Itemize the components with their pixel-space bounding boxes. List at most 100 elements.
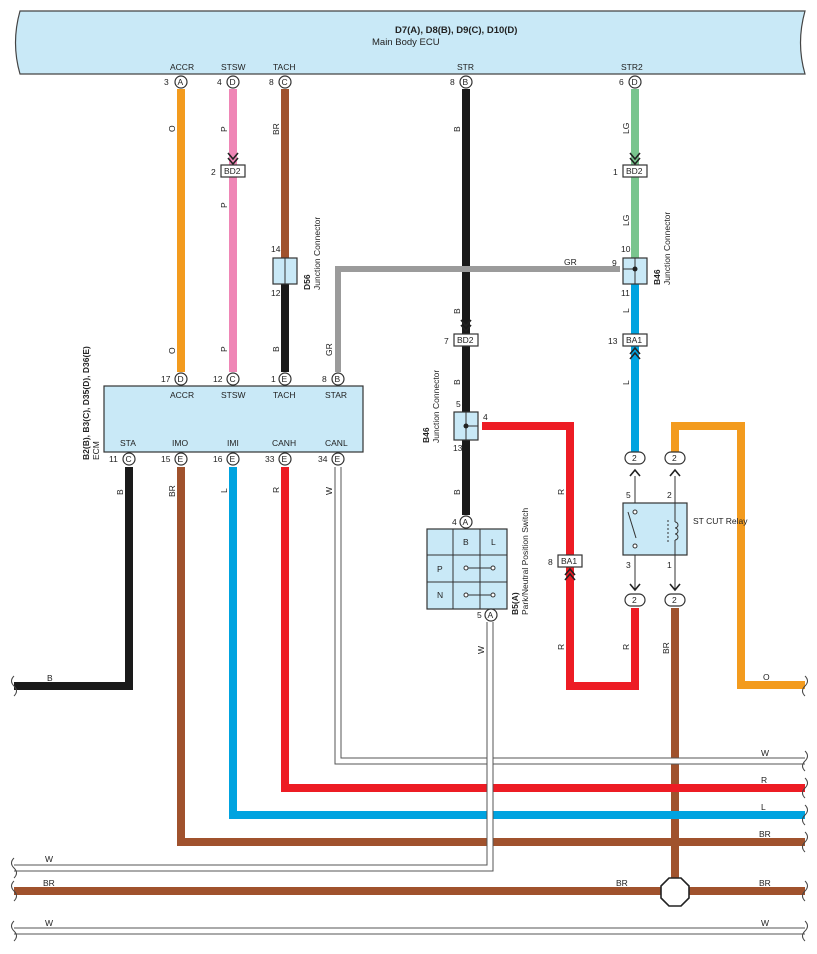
- wire-label: GR: [324, 343, 334, 356]
- wire-label: BR: [661, 642, 671, 654]
- pin-conn: A: [488, 610, 494, 620]
- pin-conn: C: [230, 374, 236, 384]
- junction-label: Junction Connector: [662, 212, 672, 285]
- relay-conn: 2: [632, 595, 637, 605]
- wire-label: R: [556, 489, 566, 495]
- connector-bd2-str: BD2 7: [444, 319, 479, 347]
- junction-id: B46: [421, 427, 431, 443]
- wire-labels: O P P BR B LG LG GR B L O P B GR B L B B…: [43, 123, 771, 928]
- pin-conn: D: [230, 77, 236, 87]
- relay-conn: 2: [672, 453, 677, 463]
- pin-num: 4: [217, 77, 222, 87]
- connector-label: BD2: [224, 166, 241, 176]
- wire-label: L: [761, 802, 766, 812]
- wire-label: R: [621, 644, 631, 650]
- wire-label: BR: [167, 485, 177, 497]
- switch-row: P: [437, 564, 443, 574]
- wire-label: R: [271, 487, 281, 493]
- wire-label: B: [452, 308, 462, 314]
- junction-b46-lower: 5 4 13 B46 Junction Connector: [421, 370, 488, 453]
- wire-label: BR: [43, 878, 55, 888]
- ecm-box: ACCR STSW TACH STAR STA IMO IMI CANH CAN…: [81, 346, 364, 460]
- ecm-pin-name: ACCR: [170, 390, 194, 400]
- pin-name: STR2: [621, 62, 643, 72]
- connector-pin: 1: [613, 167, 618, 177]
- pin-name: STSW: [221, 62, 246, 72]
- wire-label: W: [45, 918, 53, 928]
- park-neutral-switch: A 4 B L P N A 5 B5(A) Park/Neutral Posit…: [426, 507, 530, 622]
- connector-label: BA1: [626, 335, 642, 345]
- connector-pin: 13: [608, 336, 618, 346]
- wire-label: BR: [759, 878, 771, 888]
- wire-label: W: [761, 918, 769, 928]
- junction-pin: 9: [612, 258, 617, 268]
- wire-label: L: [621, 380, 631, 385]
- wire-label: LG: [621, 123, 631, 134]
- junction-label: Junction Connector: [431, 370, 441, 443]
- connector-label: BD2: [626, 166, 643, 176]
- wire-label: W: [324, 487, 334, 495]
- pin-conn: C: [126, 454, 132, 464]
- wire-label: R: [761, 775, 767, 785]
- st-cut-relay: 2 2 5 2 ST CUT Relay 3 1 2 2: [622, 451, 748, 607]
- ecm-pin-name: CANL: [325, 438, 348, 448]
- pin-num: 34: [318, 454, 328, 464]
- switch-header: L: [491, 537, 496, 547]
- wire-label: B: [452, 489, 462, 495]
- wire-label: W: [476, 646, 486, 654]
- connector-ba1-l: BA1 13: [608, 333, 648, 360]
- wire-label: W: [45, 854, 53, 864]
- wire-label: O: [167, 125, 177, 132]
- relay-pin: 2: [667, 490, 672, 500]
- pin-num: 8: [450, 77, 455, 87]
- wire-label: R: [556, 644, 566, 650]
- wire-label: B: [47, 673, 53, 683]
- relay-conn: 2: [672, 595, 677, 605]
- pin-num: 17: [161, 374, 171, 384]
- wire-label: GR: [564, 257, 577, 267]
- pin-conn: A: [178, 77, 184, 87]
- ecm-pin-name: IMI: [227, 438, 239, 448]
- pin-num: 11: [109, 454, 118, 464]
- wire-label: L: [621, 308, 631, 313]
- ecu-subtitle: Main Body ECU: [372, 37, 440, 48]
- switch-row: N: [437, 590, 443, 600]
- pin-num: 15: [161, 454, 171, 464]
- wire-label: O: [167, 347, 177, 354]
- connector-pin: 7: [444, 336, 449, 346]
- ecm-pin-name: CANH: [272, 438, 296, 448]
- pin-conn: E: [335, 454, 341, 464]
- relay-conn: 2: [632, 453, 637, 463]
- pin-conn: E: [282, 374, 288, 384]
- pin-conn: D: [632, 77, 638, 87]
- pin-num: 8: [269, 77, 274, 87]
- main-body-ecu: D7(A), D8(B), D9(C), D10(D) Main Body EC…: [14, 10, 806, 75]
- relay-name: ST CUT Relay: [693, 516, 748, 526]
- wire-label: L: [219, 488, 229, 493]
- ecm-pin-name: STSW: [221, 390, 246, 400]
- splice-point: [660, 877, 690, 907]
- wire-label: BR: [616, 878, 628, 888]
- junction-pin: 11: [621, 288, 630, 298]
- ecm-pin-name: IMO: [172, 438, 188, 448]
- relay-pin: 5: [626, 490, 631, 500]
- ecm-pin-name: TACH: [273, 390, 296, 400]
- pin-conn: A: [463, 517, 469, 527]
- pin-num: 8: [322, 374, 327, 384]
- pin-num: 3: [164, 77, 169, 87]
- junction-pin: 4: [483, 412, 488, 422]
- pin-num: 12: [213, 374, 223, 384]
- wire-breaks: [11, 675, 808, 942]
- wire-label: B: [271, 346, 281, 352]
- ecm-pin-name: STAR: [325, 390, 347, 400]
- junction-pin: 13: [453, 443, 463, 453]
- wire-label: LG: [621, 215, 631, 226]
- junction-pin: 5: [456, 399, 461, 409]
- junction-label: Junction Connector: [312, 217, 322, 290]
- pin-conn: E: [282, 454, 288, 464]
- junction-pin: 12: [271, 288, 281, 298]
- ecm-title: B2(B), B3(C), D35(D), D36(E): [81, 346, 91, 460]
- junction-b46-upper: 10 9 11 B46 Junction Connector: [612, 212, 672, 298]
- ecu-title: D7(A), D8(B), D9(C), D10(D): [395, 25, 517, 36]
- wire-label: P: [219, 346, 229, 352]
